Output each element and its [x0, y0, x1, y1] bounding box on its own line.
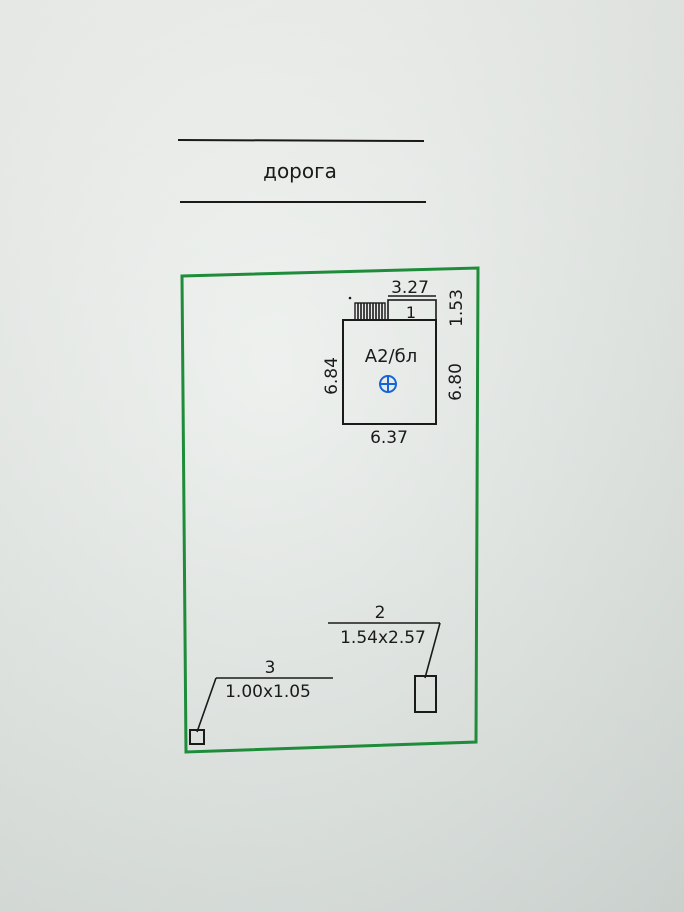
house-dim-left: 6.84	[322, 357, 342, 395]
road: дорога	[177, 139, 426, 203]
building-2-leader-pointer	[424, 622, 441, 679]
building-3-leader-pointer	[196, 677, 217, 733]
plot-boundary	[180, 266, 480, 754]
house-name: А2/бл	[365, 346, 417, 367]
building-2-number: 2	[375, 603, 386, 623]
building-3-size: 1.00x1.05	[225, 682, 311, 702]
annex-outline	[387, 299, 437, 321]
crosshair-circle-icon	[379, 375, 397, 393]
house-dim-top: 3.27	[391, 278, 429, 298]
building-2-outline	[414, 675, 437, 713]
building-3-number: 3	[265, 658, 276, 678]
house-outline	[342, 319, 437, 425]
house-dim-bottom: 6.37	[370, 428, 408, 448]
porch-steps	[348, 296, 386, 321]
annex-number: 1	[406, 303, 416, 322]
house-dim-right: 6.80	[446, 363, 466, 401]
building-2: 2 1.54x2.57	[328, 603, 441, 713]
building-3: 3 1.00x1.05	[189, 658, 333, 745]
main-house: 3.27 1 1.53 6.84 6.80 6.37 А2/бл	[322, 278, 467, 448]
building-2-size: 1.54x2.57	[340, 628, 426, 648]
road-label: дорога	[263, 159, 337, 183]
building-3-outline	[189, 729, 205, 745]
annex-dim-right: 1.53	[447, 289, 467, 327]
road-edge-top	[177, 139, 425, 142]
